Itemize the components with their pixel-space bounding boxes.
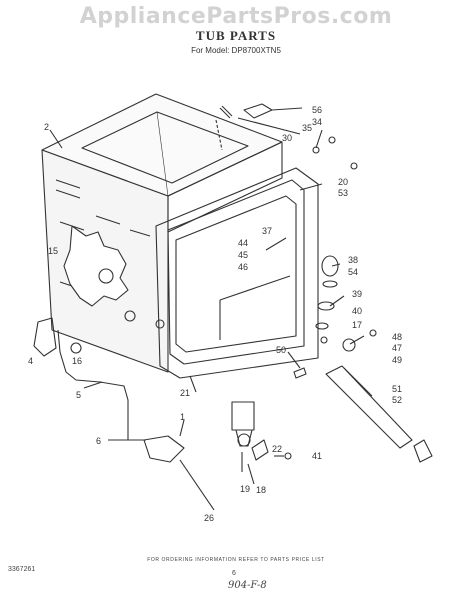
part-label-51: 51 — [392, 384, 402, 394]
part-label-39: 39 — [352, 289, 362, 299]
part-label-15: 15 — [48, 246, 58, 256]
part-41-nut — [284, 452, 292, 460]
part-label-50: 50 — [276, 345, 286, 355]
part-label-47: 47 — [392, 343, 402, 353]
part-label-35: 35 — [302, 123, 312, 133]
part-47-bearing — [342, 338, 356, 352]
part-label-20: 20 — [338, 177, 348, 187]
part-30-strip — [221, 105, 233, 117]
part-label-44: 44 — [238, 238, 248, 248]
part-4-bracket — [33, 317, 57, 357]
tub-body — [41, 93, 283, 373]
model-subtitle: For Model: DP8700XTN5 — [191, 46, 281, 55]
document-number: 3367261 — [8, 566, 36, 573]
part-label-2: 2 — [44, 122, 49, 132]
part-50-screw — [293, 367, 307, 379]
part-label-16: 16 — [72, 356, 82, 366]
part-label-49: 49 — [392, 355, 402, 365]
part-label-53: 53 — [338, 188, 348, 198]
part-51-rail — [325, 365, 413, 449]
door-gasket-frame — [155, 167, 319, 379]
part-53-screw — [350, 162, 358, 170]
part-label-46: 46 — [238, 262, 248, 272]
diagram-title: TUB PARTS — [195, 28, 277, 43]
part-label-26: 26 — [204, 513, 214, 523]
part-48-nut — [369, 329, 377, 337]
part-label-37: 37 — [262, 226, 272, 236]
part-label-34: 34 — [312, 117, 322, 127]
part-34-screw — [328, 136, 336, 144]
part-52-end-cap — [413, 439, 433, 463]
part-18-valve — [231, 401, 255, 431]
part-1-screw — [179, 419, 185, 437]
part-label-5: 5 — [76, 390, 81, 400]
part-label-19: 19 — [240, 484, 250, 494]
part-label-30: 30 — [282, 133, 292, 143]
part-56-plate — [243, 103, 273, 119]
ordering-footer: FOR ORDERING INFORMATION REFER TO PARTS … — [147, 557, 325, 563]
part-label-45: 45 — [238, 250, 248, 260]
part-label-41: 41 — [312, 451, 322, 461]
part-38-float — [321, 255, 339, 277]
part-label-4: 4 — [28, 356, 33, 366]
part-label-22: 22 — [272, 444, 282, 454]
part-26-terminal — [143, 435, 185, 463]
part-5-hose — [57, 329, 129, 440]
watermark: AppliancePartsPros.com — [79, 4, 393, 29]
part-label-56: 56 — [312, 105, 322, 115]
part-label-21: 21 — [180, 388, 190, 398]
part-label-52: 52 — [392, 395, 402, 405]
part-label-17: 17 — [352, 320, 362, 330]
part-label-54: 54 — [348, 267, 358, 277]
part-40-washer — [315, 322, 329, 330]
part-label-40: 40 — [352, 306, 362, 316]
part-label-48: 48 — [392, 332, 402, 342]
part-label-1: 1 — [180, 412, 185, 422]
part-label-18: 18 — [256, 485, 266, 495]
page-number: 6 — [232, 570, 236, 577]
part-label-6: 6 — [96, 436, 101, 446]
part-22-fitting — [237, 433, 251, 447]
part-label-38: 38 — [348, 255, 358, 265]
handwritten-note: 904-F-8 — [228, 580, 267, 591]
part-39-cap — [317, 301, 335, 311]
part-16-clamp — [70, 342, 82, 354]
